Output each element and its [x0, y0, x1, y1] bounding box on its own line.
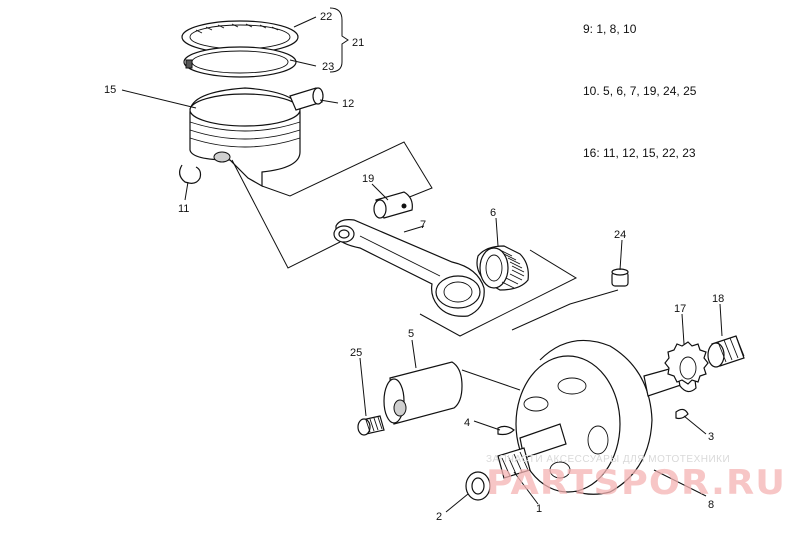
- label-25: 25: [350, 347, 362, 359]
- label-12: 12: [342, 98, 354, 110]
- label-7: 7: [420, 219, 426, 231]
- label-15: 15: [104, 84, 116, 96]
- piston-ring-upper: [181, 20, 299, 54]
- label-2: 2: [436, 511, 442, 523]
- label-1: 1: [536, 503, 542, 515]
- piston-group-outline-left: [231, 159, 341, 269]
- crankpin-leader: [461, 369, 521, 391]
- leader-lines: [121, 7, 723, 513]
- sprocket: [664, 341, 709, 385]
- thrust-washer: [465, 471, 491, 501]
- note-assembly-16: 16: 11, 12, 15, 22, 23: [583, 146, 696, 160]
- connecting-rod: [333, 219, 485, 317]
- watermark-brand: PARTSPOR.RU: [486, 463, 786, 503]
- piston-group-outline: [261, 141, 433, 205]
- piston: [189, 87, 301, 188]
- label-22: 22: [320, 11, 332, 23]
- label-17: 17: [674, 303, 686, 315]
- small-end-bearing: [373, 191, 413, 219]
- label-24: 24: [614, 229, 626, 241]
- note-assembly-10: 10. 5, 6, 7, 19, 24, 25: [583, 84, 697, 98]
- circlip: [179, 164, 202, 184]
- label-19: 19: [362, 173, 374, 185]
- label-21: 21: [352, 37, 364, 49]
- label-8: 8: [708, 499, 714, 511]
- note-assembly-9: 9: 1, 8, 10: [583, 22, 637, 36]
- spring-small: [357, 415, 385, 436]
- label-18: 18: [712, 293, 724, 305]
- crankshaft: [497, 339, 697, 495]
- piston-ring-lower: [183, 46, 297, 78]
- shaft-key: [675, 408, 689, 420]
- label-6: 6: [490, 207, 496, 219]
- piston-pin: [289, 87, 324, 111]
- rod-group-outline: [419, 249, 578, 337]
- needle-bearing: [476, 245, 529, 291]
- spring-large: [707, 335, 745, 368]
- label-3: 3: [708, 431, 714, 443]
- label-5: 5: [408, 328, 414, 340]
- label-23: 23: [322, 61, 334, 73]
- crankpin: [383, 361, 463, 425]
- label-11: 11: [178, 203, 189, 215]
- label-4: 4: [464, 417, 470, 429]
- bushing-leader: [511, 289, 619, 331]
- bushing: [611, 268, 629, 287]
- woodruff-key: [497, 425, 515, 436]
- watermark-tagline: ЗАПЧАСТИ АКСЕССУАРЫ ДЛЯ МОТОТЕХНИКИ: [486, 454, 730, 465]
